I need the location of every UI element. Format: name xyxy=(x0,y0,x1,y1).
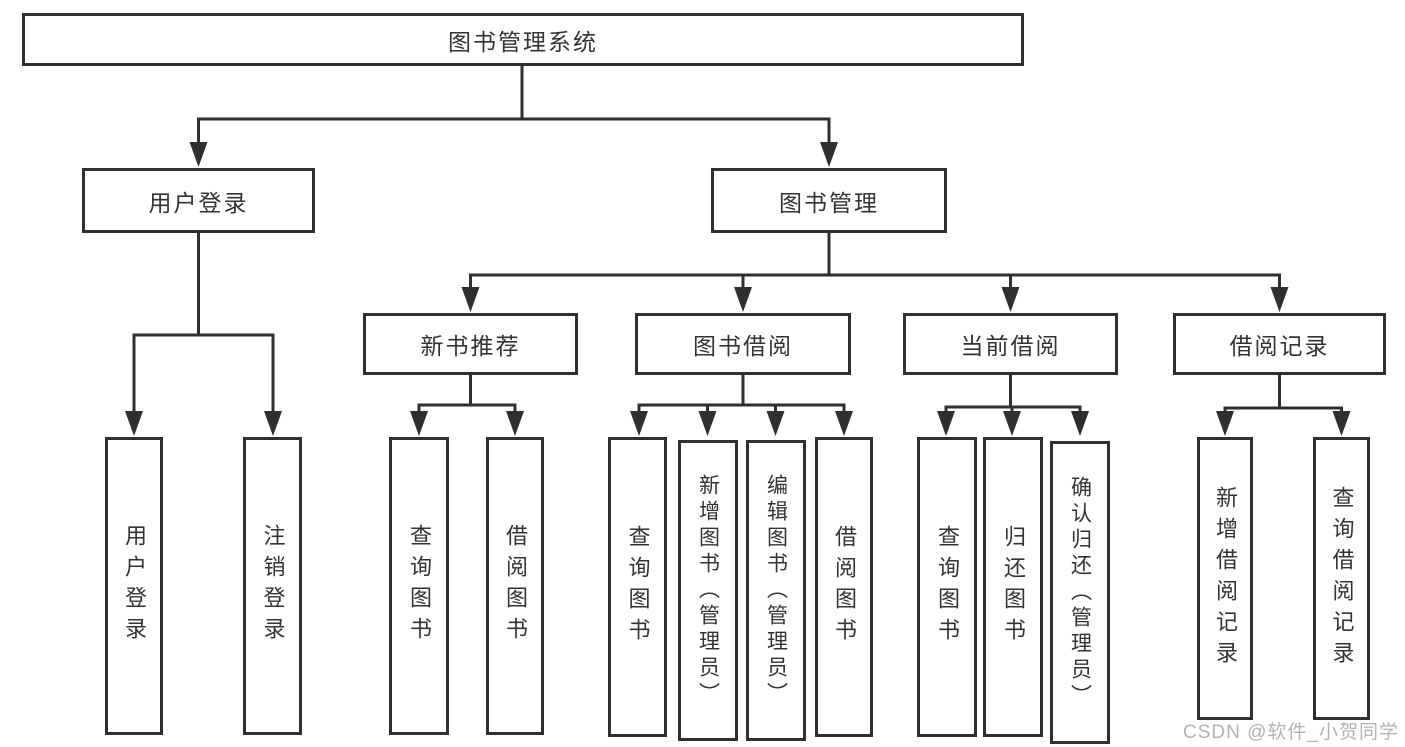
leaf-query-books-borrow: 查询图书 xyxy=(608,437,667,737)
node-label: 归还图书 xyxy=(1001,525,1026,649)
leaf-borrow-books-recommend: 借阅图书 xyxy=(486,437,544,735)
connector-root-to-level2 xyxy=(189,66,838,167)
leaf-confirm-return-admin: 确认归还（管理员） xyxy=(1050,441,1110,744)
node-label: 确认归还（管理员） xyxy=(1068,475,1092,710)
connector-current-borrowing xyxy=(937,375,1089,436)
connector-book-borrowing xyxy=(630,375,853,436)
node-label: 查询图书 xyxy=(935,525,960,649)
connector-new-book-recommendation xyxy=(410,375,524,436)
node-label: 新增借阅记录 xyxy=(1213,485,1238,672)
leaf-logout: 注销登录 xyxy=(243,437,302,735)
node-label: 借阅图书 xyxy=(832,525,857,649)
node-label: 查询借阅记录 xyxy=(1329,485,1355,672)
node-user-login: 用户登录 xyxy=(82,168,315,233)
node-new-book-recommendation: 新书推荐 xyxy=(363,313,578,375)
leaf-user-login: 用户登录 xyxy=(105,437,163,735)
leaf-edit-books-admin: 编辑图书（管理员） xyxy=(746,440,806,741)
node-current-borrowing: 当前借阅 xyxy=(903,313,1118,375)
connector-book-management xyxy=(461,233,1289,312)
node-label: 查询图书 xyxy=(407,524,432,648)
leaf-query-books-current: 查询图书 xyxy=(917,437,977,737)
node-label: 注销登录 xyxy=(260,524,286,648)
leaf-query-books-recommend: 查询图书 xyxy=(389,437,449,735)
leaf-query-borrowing-record: 查询借阅记录 xyxy=(1313,437,1370,720)
node-label: 新增图书（管理员） xyxy=(696,473,720,708)
node-book-borrowing: 图书借阅 xyxy=(635,313,851,375)
node-library-management-system: 图书管理系统 xyxy=(22,13,1024,66)
watermark: CSDN @软件_小贺同学 xyxy=(1183,722,1399,743)
leaf-return-books: 归还图书 xyxy=(983,437,1043,737)
node-label: 查询图书 xyxy=(625,525,651,649)
connector-user-login xyxy=(125,233,282,436)
node-borrowing-records: 借阅记录 xyxy=(1173,313,1386,375)
connector-borrowing-records xyxy=(1216,375,1351,436)
node-book-management: 图书管理 xyxy=(711,168,947,233)
leaf-add-books-admin: 新增图书（管理员） xyxy=(678,440,738,741)
leaf-borrow-books: 借阅图书 xyxy=(815,437,873,737)
node-label: 用户登录 xyxy=(122,524,147,648)
node-label: 借阅图书 xyxy=(503,524,528,648)
leaf-add-borrowing-record: 新增借阅记录 xyxy=(1197,437,1253,720)
node-label: 编辑图书（管理员） xyxy=(764,473,788,708)
